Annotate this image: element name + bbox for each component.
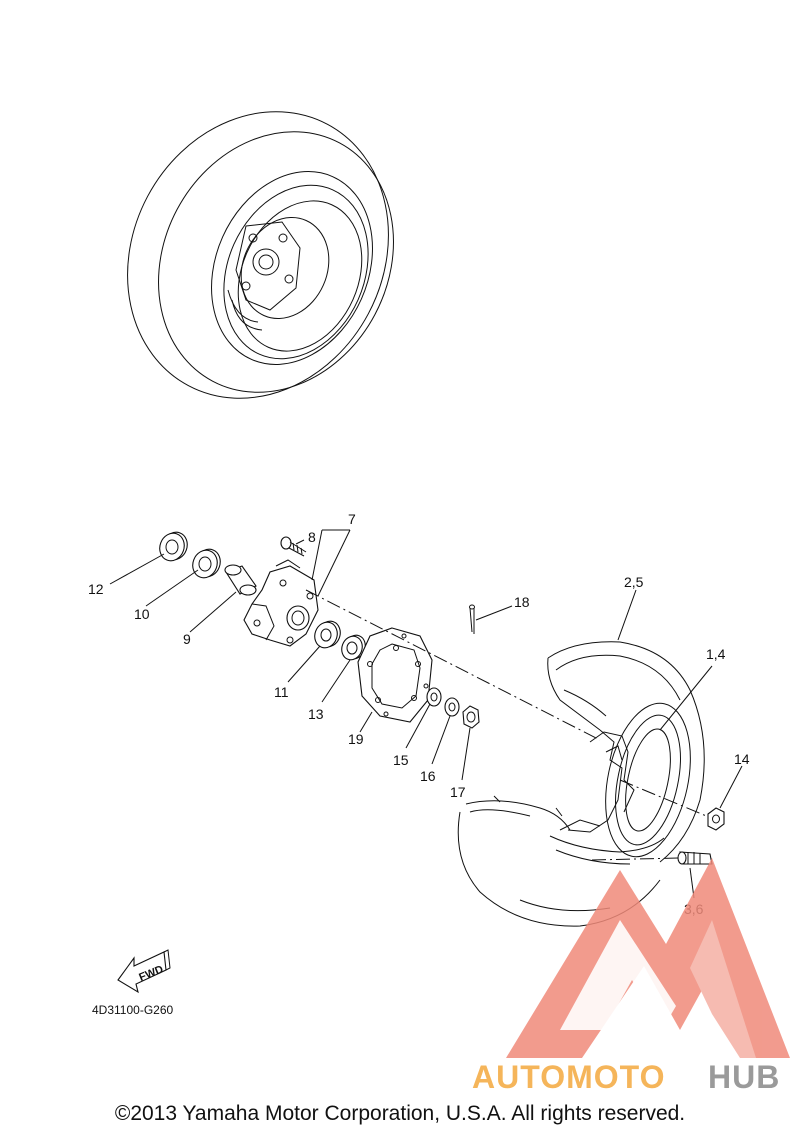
part-15-collar [426,687,442,707]
part-16-washer [444,697,460,717]
part-17-castle-nut [462,705,480,729]
fwd-arrow-icon: FWD [117,949,171,994]
part-8-bolt [280,536,307,557]
part-10-bearing [192,548,221,579]
automotohub-watermark [506,858,790,1058]
callout-1-4: 1,4 [706,646,726,662]
callout-11: 11 [274,684,289,700]
callout-7: 7 [348,511,356,527]
part-19-plate [357,627,433,723]
part-3-6-valve [677,851,713,865]
brand-hub: HUB [708,1059,780,1095]
copyright-notice: ©2013 Yamaha Motor Corporation, U.S.A. A… [114,1102,686,1125]
brand-automoto: AUTOMOTO [472,1059,665,1095]
tire-outer-half [547,641,705,863]
part-11-bearing [314,620,341,649]
part-18-cotter-pin [469,604,475,634]
assembled-wheel-illustration [127,111,394,399]
leader-lines [109,529,743,899]
part-12-oil-seal [159,531,188,562]
callout-14: 14 [734,751,750,767]
callout-15: 15 [393,752,409,768]
callout-16: 16 [420,768,436,784]
callout-10: 10 [134,606,150,622]
callout-19: 19 [348,731,364,747]
automotohub-wordmark: AUTOMOTO HUB [472,1059,780,1095]
callout-17: 17 [450,784,466,800]
part-14-nut [707,807,725,831]
callout-2-5: 2,5 [624,574,644,590]
callout-13: 13 [308,706,324,722]
rim-halves [559,731,635,831]
callout-8: 8 [308,529,316,545]
callout-18: 18 [514,594,530,610]
assembly-centerline [305,589,717,861]
drawing-code: 4D31100-G260 [92,1003,173,1017]
callout-9: 9 [183,631,191,647]
callout-labels: 12 10 9 8 7 11 13 19 15 16 17 18 2,5 1,4… [88,511,750,917]
part-7-hub [243,559,319,647]
callout-12: 12 [88,581,104,597]
part-9-spacer [224,564,257,596]
